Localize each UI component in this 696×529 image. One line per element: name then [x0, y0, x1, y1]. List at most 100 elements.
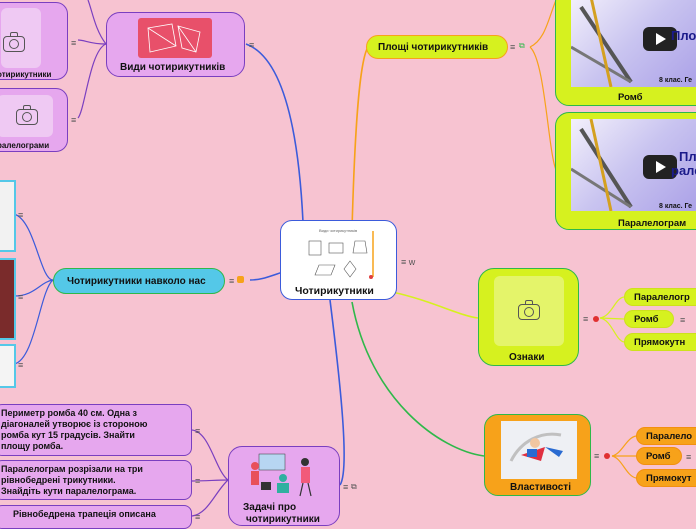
- camera-icon: [16, 105, 38, 125]
- task-1-line3: ромба кут 15 градусів. Знайти: [1, 430, 135, 440]
- navkolo-image1-note-icon[interactable]: ≡: [18, 210, 24, 220]
- vydy-note-icon[interactable]: ≡: [249, 40, 255, 50]
- vydy-node[interactable]: Види чотирикутників: [106, 12, 245, 77]
- video-title: Площа: [671, 28, 696, 43]
- vydy-child2-note-icon[interactable]: ≡: [71, 115, 77, 125]
- connector-task1: [191, 429, 229, 481]
- navkolo-image-icon[interactable]: [237, 276, 244, 283]
- connector-task3: [191, 479, 229, 517]
- camera-icon: [3, 32, 25, 52]
- oznaky-item-paralelogram[interactable]: Паралелогр: [624, 288, 696, 306]
- connector-vlastyvosti: [351, 301, 485, 457]
- navkolo-image-2[interactable]: [0, 258, 16, 340]
- quadrilaterals-illustration: [308, 231, 374, 279]
- task-2[interactable]: Паралелограм розрізали на три рівнобедре…: [0, 460, 192, 500]
- video-node-romb[interactable]: Площа 8 клас. Ге Ромб: [555, 0, 696, 106]
- root-node[interactable]: Види чотирикутників Чотирикутники: [280, 220, 397, 300]
- video-node-paralelogram[interactable]: Пл ралел 8 клас. Ге Паралелограм: [555, 112, 696, 230]
- connector-ploshchi: [351, 46, 369, 231]
- play-button[interactable]: [643, 27, 677, 51]
- task-1[interactable]: Периметр ромба 40 см. Одна з діагоналей …: [0, 404, 192, 456]
- connector-vydy-child1: [77, 39, 107, 45]
- task-1-line1: Периметр ромба 40 см. Одна з: [1, 408, 138, 418]
- video-subtitle: 8 клас. Ге: [659, 77, 693, 84]
- vydy-child2-node[interactable]: ралелограми: [0, 88, 68, 152]
- vlastyvosti-note-icon[interactable]: ≡: [594, 451, 600, 461]
- camera-icon: [518, 300, 540, 320]
- zadachi-link-icon[interactable]: ⧉: [351, 482, 357, 491]
- vydy-title: Види чотирикутників: [120, 62, 226, 73]
- connector-task2: [191, 479, 229, 482]
- hero-illustration: [501, 421, 577, 479]
- connector-vydy-child2: [77, 43, 107, 119]
- oznaky-item-romb[interactable]: Ромб: [624, 310, 674, 328]
- task-1-note-icon[interactable]: ≡: [195, 426, 201, 436]
- photo-placeholder: [1, 8, 41, 68]
- video-title-line1: Пл: [679, 149, 696, 164]
- navkolo-image3-note-icon[interactable]: ≡: [18, 360, 24, 370]
- connector-vlast-i1: [611, 435, 637, 457]
- play-button[interactable]: [643, 155, 677, 179]
- ploshchi-link-icon[interactable]: ⧉: [519, 41, 525, 50]
- vlastyvosti-item-priamokutnyk[interactable]: Прямокут: [636, 469, 696, 487]
- task-3-note-icon[interactable]: ≡: [195, 512, 201, 522]
- navkolo-title: Чотирикутники навколо нас: [67, 276, 206, 287]
- photo-placeholder: [0, 95, 53, 137]
- connector-video1: [529, 0, 557, 48]
- task-2-line1: Паралелограм розрізали на три: [1, 464, 143, 474]
- connector-oznaky-i3: [599, 317, 625, 343]
- oznaky-romb-note-icon[interactable]: ≡: [680, 315, 686, 325]
- ploshchi-node[interactable]: Площі чотирикутників: [366, 35, 508, 59]
- task-2-line2: рівнобедрені трикутники.: [1, 475, 116, 485]
- zadachi-note-icon[interactable]: ≡: [343, 482, 349, 492]
- navkolo-note-icon[interactable]: ≡: [229, 276, 235, 286]
- task-2-note-icon[interactable]: ≡: [195, 476, 201, 486]
- navkolo-image-1[interactable]: [0, 180, 16, 252]
- oznaky-status-dot: [593, 316, 599, 322]
- vlastyvosti-item-romb[interactable]: Ромб: [636, 447, 682, 465]
- vydy-child2-label: ралелограми: [0, 141, 50, 150]
- connector-vlast-i3: [611, 455, 637, 479]
- ploshchi-note-icon[interactable]: ≡: [510, 42, 516, 52]
- task-3-line1: Рівнобедрена трапеція описана: [13, 509, 156, 519]
- connector-navkolo: [249, 271, 284, 281]
- ploshchi-title: Площі чотирикутників: [378, 42, 489, 53]
- vlastyvosti-title: Властивості: [510, 482, 571, 493]
- zadachi-node[interactable]: Задачі про чотирикутники: [228, 446, 340, 526]
- root-note-icon[interactable]: ≡ w: [401, 257, 416, 267]
- video-romb-label: Ромб: [618, 92, 643, 103]
- connector-navkolo-c3: [13, 279, 54, 365]
- video-paralelogram-label: Паралелограм: [618, 218, 687, 229]
- connector-navkolo-c2: [13, 279, 54, 297]
- task-3[interactable]: Рівнобедрена трапеція описана: [0, 505, 192, 529]
- vlastyvosti-romb-note-icon[interactable]: ≡: [686, 452, 692, 462]
- oznaky-note-icon[interactable]: ≡: [583, 314, 589, 324]
- navkolo-image-3[interactable]: [0, 344, 16, 388]
- vlastyvosti-node[interactable]: Властивості: [484, 414, 591, 496]
- oznaky-node[interactable]: Ознаки: [478, 268, 579, 366]
- vydy-child1-node[interactable]: отирикутники: [0, 2, 68, 80]
- task-2-line3: Знайдіть кути паралелограма.: [1, 486, 137, 496]
- vydy-child1-note-icon[interactable]: ≡: [71, 38, 77, 48]
- navkolo-node[interactable]: Чотирикутники навколо нас: [53, 268, 225, 294]
- task-1-line2: діагоналей утворює із стороною: [1, 419, 148, 429]
- vydy-child1-label: отирикутники: [0, 70, 52, 79]
- thumbnail-caption: Види чотирикутників: [319, 228, 358, 233]
- connector-video2: [529, 46, 557, 171]
- connector-navkolo-c1: [13, 213, 54, 281]
- root-title: Чотирикутники: [295, 285, 374, 297]
- photo-placeholder: [494, 276, 564, 346]
- task-1-line4: площу ромба.: [1, 441, 64, 451]
- root-thumbnail: Види чотирикутників: [301, 227, 379, 283]
- vlastyvosti-item-paralelogram[interactable]: Паралело: [636, 427, 696, 445]
- zadachi-title-line1: Задачі про: [243, 502, 297, 513]
- navkolo-image2-note-icon[interactable]: ≡: [18, 292, 24, 302]
- oznaky-item-priamokutnyk[interactable]: Прямокутн: [624, 333, 696, 351]
- video-thumbnail[interactable]: Площа 8 клас. Ге: [571, 0, 696, 87]
- video-thumbnail[interactable]: Пл ралел 8 клас. Ге: [571, 119, 696, 211]
- connector-zadachi: [329, 299, 345, 486]
- video-title-line2: ралел: [671, 163, 696, 178]
- connector-vydy: [245, 43, 304, 223]
- quadrilateral-image: [138, 18, 212, 58]
- compass-illustration: [571, 119, 633, 211]
